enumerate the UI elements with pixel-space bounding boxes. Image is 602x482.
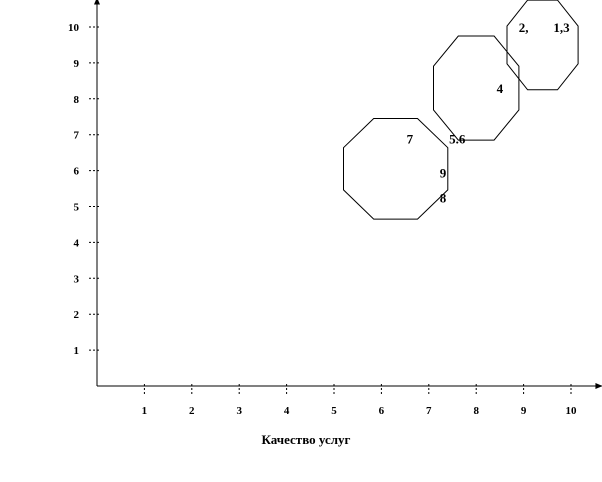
x-tick-label: 5 bbox=[331, 405, 337, 417]
point-label: 7 bbox=[407, 131, 414, 146]
y-tick-label: 8 bbox=[74, 94, 80, 106]
y-tick-label: 6 bbox=[74, 166, 80, 178]
y-tick-label: 4 bbox=[74, 237, 80, 249]
y-tick-label: 5 bbox=[74, 202, 80, 214]
x-tick-label: 1 bbox=[142, 405, 148, 417]
x-axis-title: Качество услуг bbox=[262, 432, 351, 447]
x-tick-label: 10 bbox=[566, 405, 578, 417]
cluster-octagon bbox=[506, 0, 579, 91]
y-tick-label: 7 bbox=[74, 130, 80, 142]
y-tick-label: 10 bbox=[68, 22, 80, 34]
point-label: 8 bbox=[440, 191, 447, 206]
y-tick-label: 2 bbox=[74, 309, 80, 321]
y-tick-label: 9 bbox=[74, 58, 80, 70]
cluster-octagon bbox=[343, 118, 449, 220]
x-tick-label: 9 bbox=[521, 405, 527, 417]
point-label: 4 bbox=[497, 81, 504, 96]
cluster-octagon bbox=[433, 35, 520, 141]
y-axis-arrow-icon bbox=[94, 0, 100, 5]
x-tick-label: 4 bbox=[284, 405, 290, 417]
x-tick-label: 8 bbox=[473, 405, 479, 417]
x-axis-arrow-icon bbox=[595, 383, 602, 389]
y-tick-label: 3 bbox=[74, 273, 80, 285]
x-tick-label: 2 bbox=[189, 405, 195, 417]
x-tick-label: 3 bbox=[236, 405, 242, 417]
x-tick-label: 7 bbox=[426, 405, 432, 417]
x-tick-label: 6 bbox=[379, 405, 385, 417]
point-label: 2, bbox=[519, 20, 529, 35]
point-label: 1,3 bbox=[553, 20, 570, 35]
point-label: 9 bbox=[440, 165, 447, 180]
point-label: 5.6 bbox=[449, 131, 466, 146]
y-tick-label: 1 bbox=[74, 345, 80, 357]
